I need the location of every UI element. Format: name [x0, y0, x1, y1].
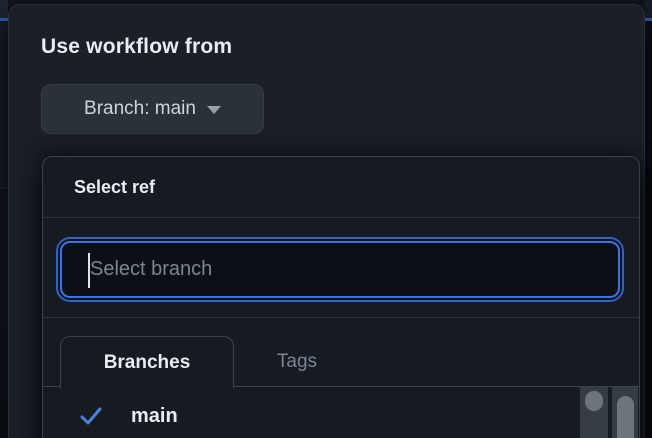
- page-background-right: [645, 0, 652, 438]
- page-row-fragment: [0, 188, 8, 327]
- panel-scrollbar-track[interactable]: [612, 387, 638, 438]
- dialog-title: Use workflow from: [41, 35, 233, 58]
- page-header-fragment: [645, 0, 652, 18]
- tab-tags[interactable]: Tags: [234, 336, 360, 387]
- ref-list: main: [43, 387, 639, 438]
- ref-search-input[interactable]: [62, 243, 618, 296]
- panel-scrollbar-thumb[interactable]: [617, 396, 634, 438]
- branch-selector-button[interactable]: Branch: main: [41, 84, 264, 134]
- ref-selector-header: Select ref: [43, 157, 639, 218]
- ref-tabs: Branches Tags: [43, 318, 639, 388]
- ref-selector-title: Select ref: [74, 176, 156, 197]
- tab-tags-label: Tags: [276, 350, 318, 372]
- ref-search-section: [43, 218, 639, 318]
- tab-branches-label: Branches: [103, 351, 191, 373]
- dropdown-caret-icon: [206, 106, 221, 114]
- page-header-fragment: [0, 0, 8, 18]
- tab-branches[interactable]: Branches: [60, 336, 234, 388]
- page-row-fragment: [0, 327, 8, 400]
- page-row-fragment: [0, 400, 8, 438]
- accent-line-right: [645, 18, 652, 21]
- page-background-left: [0, 0, 8, 438]
- ref-item-label: main: [131, 404, 178, 427]
- ref-search-input-wrap: [60, 241, 620, 298]
- check-icon: [80, 407, 102, 425]
- ref-selector-popover: Select ref Branches Tags: [42, 156, 640, 438]
- list-scrollbar-thumb[interactable]: [585, 391, 603, 411]
- list-scrollbar-track[interactable]: [580, 387, 608, 438]
- text-cursor: [88, 253, 90, 288]
- workflow-dropdown-panel: Use workflow from Branch: main Select re…: [8, 4, 645, 438]
- page-row-fragment: [0, 21, 8, 188]
- accent-line-left: [0, 18, 8, 21]
- branch-selector-label: Branch: main: [84, 98, 196, 119]
- ref-item-main[interactable]: main: [43, 394, 569, 438]
